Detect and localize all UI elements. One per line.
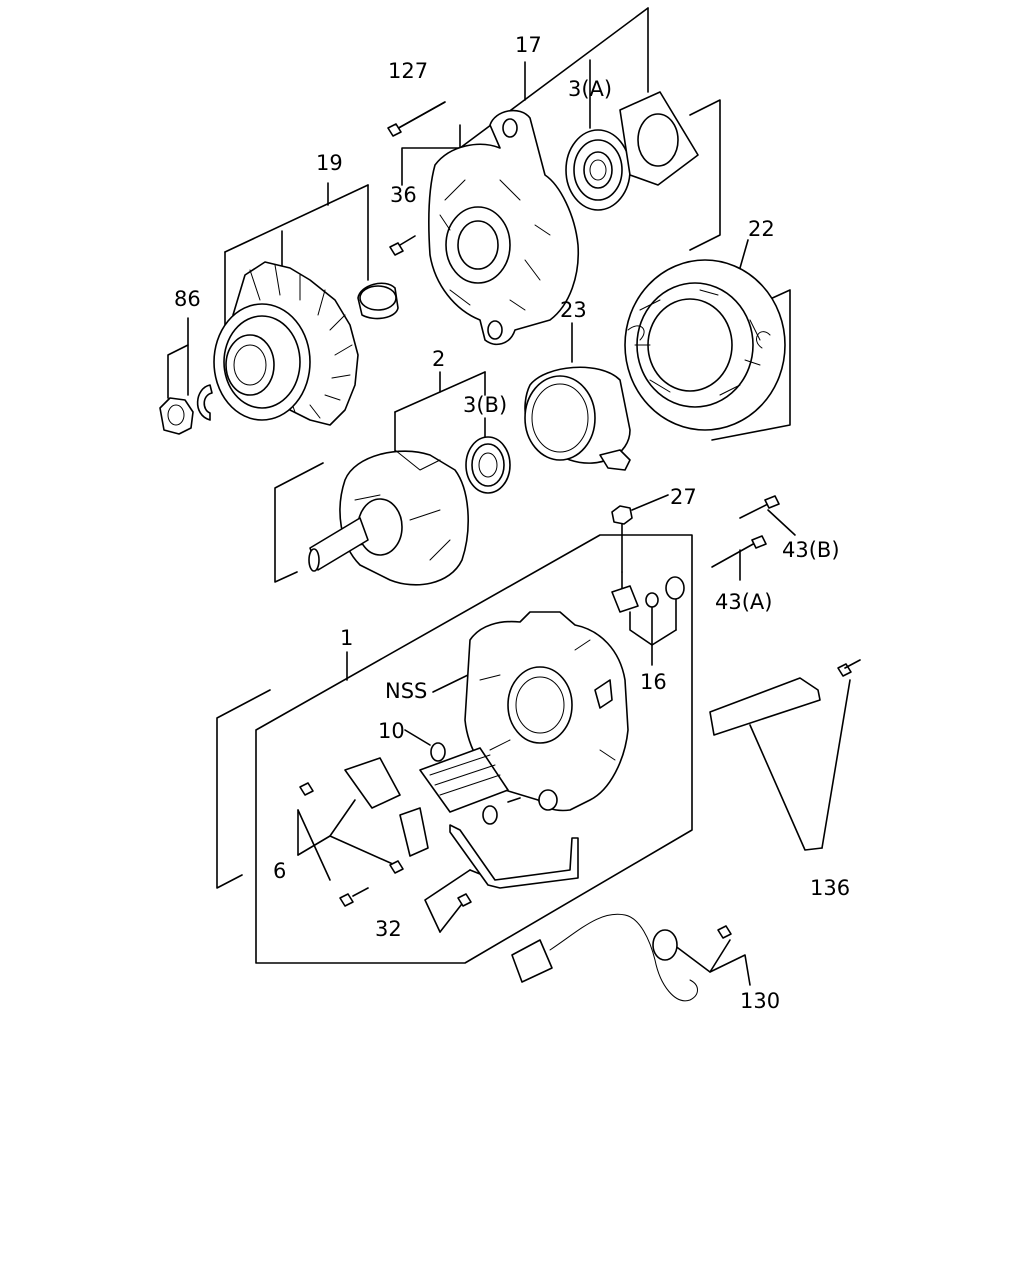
label-136: 136	[810, 876, 850, 900]
rotor-2	[308, 449, 469, 586]
bolt-43b	[739, 495, 780, 519]
pulley-fan-19	[213, 261, 359, 426]
bearing-holder-23	[524, 366, 631, 471]
label-27: 27	[670, 485, 697, 509]
stator-22	[624, 259, 786, 431]
leader-lines	[167, 7, 851, 986]
bolt-43a	[711, 535, 767, 568]
bracket-32	[449, 824, 579, 907]
label-86: 86	[174, 287, 201, 311]
washer-86	[196, 384, 213, 421]
harness-130	[511, 913, 732, 1002]
bracket-136	[709, 659, 861, 736]
label-6: 6	[273, 859, 286, 883]
retainer-plate	[619, 91, 699, 186]
bolt-127	[387, 101, 446, 137]
label-36: 36	[390, 183, 417, 207]
label-17: 17	[515, 33, 542, 57]
label-3a: 3(A)	[568, 77, 612, 101]
part-labels: 127 17 3(A) 19 36 22 86 23 2 3(B) 27 43(…	[174, 33, 850, 1013]
label-10: 10	[378, 719, 405, 743]
label-3b: 3(B)	[463, 393, 507, 417]
bearing-3b	[465, 436, 511, 494]
label-43a: 43(A)	[715, 590, 772, 614]
terminal-16	[611, 571, 685, 613]
bearing-3a	[565, 129, 631, 211]
label-1: 1	[340, 626, 353, 650]
label-22: 22	[748, 217, 775, 241]
front-housing-17	[428, 109, 580, 346]
screw-36	[389, 235, 416, 256]
label-32: 32	[375, 917, 402, 941]
nut-27	[611, 505, 633, 525]
regulator-6	[299, 757, 429, 907]
label-127: 127	[388, 59, 428, 83]
nut-86	[159, 397, 194, 435]
label-43b: 43(B)	[782, 538, 840, 562]
rectifier-10	[419, 742, 521, 825]
label-23: 23	[560, 298, 587, 322]
label-130: 130	[740, 989, 780, 1013]
label-nss: NSS	[385, 679, 427, 703]
label-2: 2	[432, 347, 445, 371]
label-19: 19	[316, 151, 343, 175]
label-16: 16	[640, 670, 667, 694]
rear-housing	[464, 611, 629, 812]
spacer-collar	[357, 282, 399, 320]
